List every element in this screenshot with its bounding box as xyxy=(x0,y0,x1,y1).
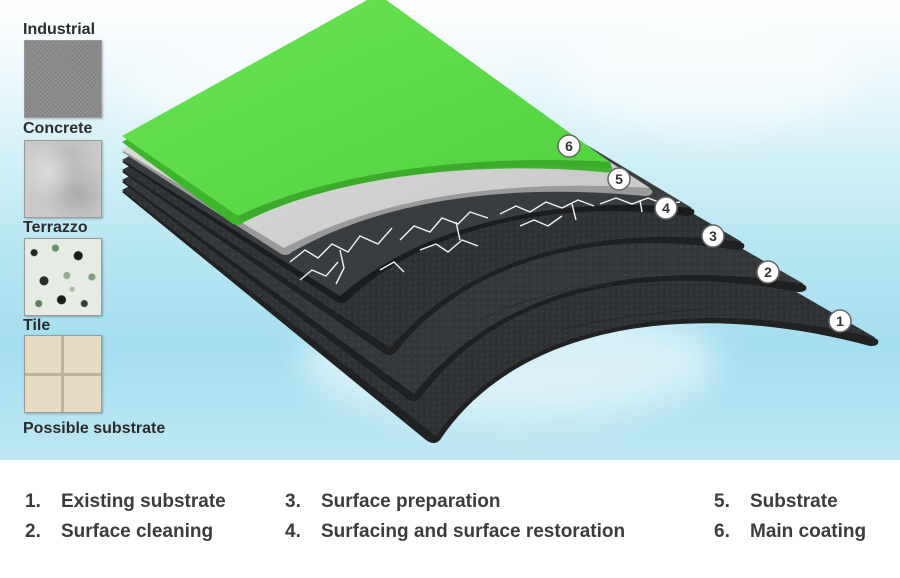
industrial-label: Industrial xyxy=(23,21,96,38)
layer-marker-4: 4 xyxy=(654,196,678,220)
svg-text:4: 4 xyxy=(662,200,670,216)
legend-item-3: 3. Surface preparation xyxy=(285,491,501,513)
layer-stack-diagram: 1 2 3 4 5 6 xyxy=(122,0,879,443)
terrazzo-swatch xyxy=(24,238,102,316)
legend-item-6: 6. Main coating xyxy=(714,521,866,543)
concrete-label: Concrete xyxy=(23,120,93,137)
terrazzo-label: Terrazzo xyxy=(23,219,88,236)
concrete-swatch xyxy=(24,140,102,218)
industrial-swatch xyxy=(24,40,102,118)
layer-marker-2: 2 xyxy=(756,260,780,284)
tile-label: Tile xyxy=(23,317,51,334)
cloud xyxy=(560,20,860,130)
legend-number: 1. xyxy=(25,491,41,512)
legend-item-4: 4. Surfacing and surface restoration xyxy=(285,521,625,543)
legend-number: 4. xyxy=(285,521,301,542)
legend-item-2: 2. Surface cleaning xyxy=(25,521,213,543)
layer-marker-5: 5 xyxy=(607,167,631,191)
layer-marker-1: 1 xyxy=(828,309,852,333)
legend: 1.Existing substrate 2.Surface cleaning … xyxy=(0,460,900,578)
legend-item-1: 1. Existing substrate xyxy=(25,491,226,513)
svg-text:5: 5 xyxy=(615,171,623,187)
crack-pattern xyxy=(289,197,681,285)
possible-substrate-caption: Possible substrate xyxy=(23,420,166,437)
legend-number: 2. xyxy=(25,521,41,542)
svg-text:1: 1 xyxy=(836,313,844,329)
legend-label: Existing substrate xyxy=(61,491,226,512)
layer-marker-6: 6 xyxy=(557,134,581,158)
layer-marker-3: 3 xyxy=(701,224,725,248)
legend-label: Surfacing and surface restoration xyxy=(321,521,626,542)
svg-text:2: 2 xyxy=(764,264,772,280)
layer-6-main-coating xyxy=(122,0,612,225)
legend-number: 6. xyxy=(714,521,730,542)
legend-number: 5. xyxy=(714,491,730,512)
legend-label: Surface preparation xyxy=(321,491,501,512)
legend-label: Main coating xyxy=(750,521,867,542)
legend-number: 3. xyxy=(285,491,301,512)
legend-label: Surface cleaning xyxy=(61,521,214,542)
tile-swatch xyxy=(24,335,102,413)
legend-label: Substrate xyxy=(750,491,838,512)
svg-text:6: 6 xyxy=(565,138,573,154)
diagram-stage: Industrial Concrete Terrazzo Tile Possib… xyxy=(0,0,900,460)
legend-item-5: 5. Substrate xyxy=(714,491,838,513)
svg-text:3: 3 xyxy=(709,228,717,244)
